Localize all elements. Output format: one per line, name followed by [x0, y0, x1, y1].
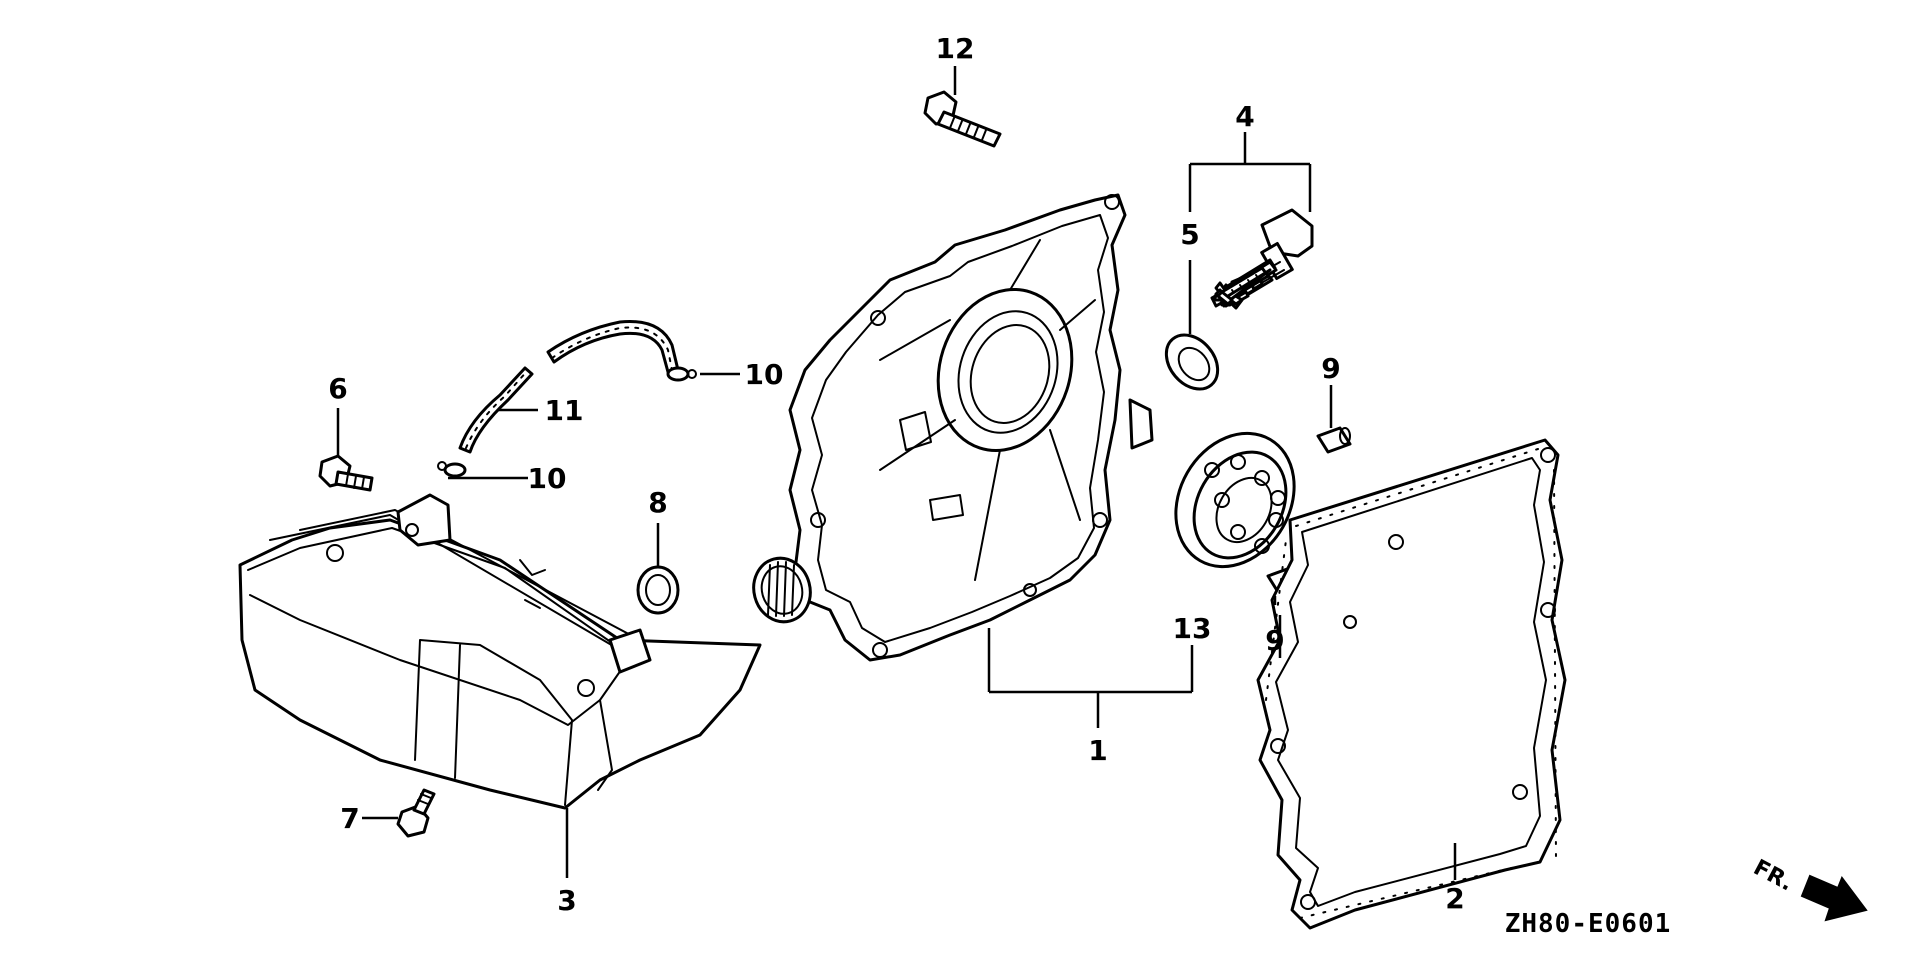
- breather-tube-11: [458, 319, 680, 454]
- breather-case-3: [238, 493, 762, 810]
- flange-bolt-6: [318, 454, 374, 492]
- callout-5: 5: [1180, 218, 1199, 251]
- callout-10-upper: 10: [745, 358, 784, 391]
- callout-labels: 12 4 5 9 9 13 1 2 3 6 7 8 10 10 11: [328, 32, 1464, 917]
- callout-3: 3: [557, 884, 576, 917]
- tube-clip-10-lower: [437, 461, 467, 478]
- leader-lines: [336, 66, 1457, 880]
- case-gasket-2: [1256, 438, 1567, 930]
- dowel-pin-9-upper: [1316, 426, 1352, 454]
- callout-10-lower: 10: [528, 462, 567, 495]
- callout-4: 4: [1235, 100, 1254, 133]
- flange-bolt-7: [396, 788, 436, 838]
- callout-11: 11: [545, 394, 584, 427]
- callout-12: 12: [936, 32, 975, 65]
- callout-8: 8: [648, 486, 667, 519]
- callout-9-upper: 9: [1321, 352, 1340, 385]
- radial-ball-bearing-13: [1174, 431, 1296, 569]
- front-arrow-icon: [1800, 874, 1868, 922]
- callout-1: 1: [1088, 734, 1107, 767]
- crankcase-cover-1: [752, 193, 1154, 662]
- dipstick-4: [1210, 208, 1314, 310]
- callout-9-lower: 9: [1265, 624, 1284, 657]
- washer-8: [636, 565, 680, 615]
- flange-bolt-12: [923, 90, 1002, 148]
- front-label: FR.: [1749, 855, 1797, 896]
- o-ring-5: [1164, 333, 1220, 391]
- drawing-code: ZH80-E0601: [1505, 909, 1672, 939]
- callout-7: 7: [340, 802, 359, 835]
- callout-2: 2: [1445, 882, 1464, 915]
- tube-clip-10-upper: [666, 366, 697, 382]
- front-direction-indicator: FR.: [1749, 855, 1868, 922]
- callout-13: 13: [1173, 612, 1212, 645]
- callout-6: 6: [328, 372, 347, 405]
